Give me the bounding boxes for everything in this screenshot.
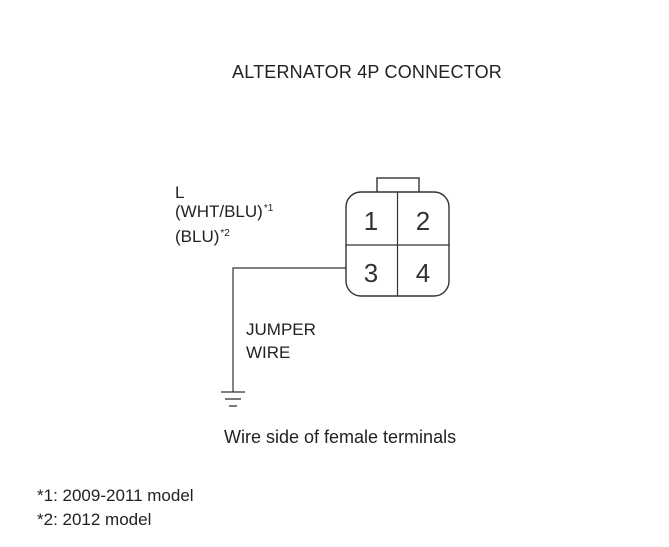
wire-color-1-note: *1 — [263, 203, 274, 214]
ground-icon — [221, 391, 245, 407]
diagram-title: ALTERNATOR 4P CONNECTOR — [232, 62, 502, 82]
footnote-2: *2: 2012 model — [37, 510, 152, 529]
wire-color-2-note: *2 — [220, 228, 230, 239]
pin-2-label: 2 — [416, 206, 430, 236]
wire-color-1: (WHT/BLU) — [175, 202, 263, 221]
wire-color-2: (BLU) — [175, 227, 220, 246]
wire-color-label-1: (WHT/BLU)*1 — [175, 203, 273, 220]
pin-1-label: 1 — [364, 206, 378, 236]
pin-3-label: 3 — [364, 258, 378, 288]
connector-caption: Wire side of female terminals — [224, 427, 457, 447]
wire-color-label-2: (BLU)*2 — [175, 228, 230, 245]
jumper-wire-label-1: JUMPER — [246, 320, 316, 339]
pin-4-label: 4 — [416, 258, 430, 288]
wire-label-terminal: L — [175, 183, 185, 202]
jumper-wire — [232, 267, 346, 392]
footnote-1: *1: 2009-2011 model — [37, 486, 194, 505]
jumper-wire-label-2: WIRE — [246, 343, 291, 362]
